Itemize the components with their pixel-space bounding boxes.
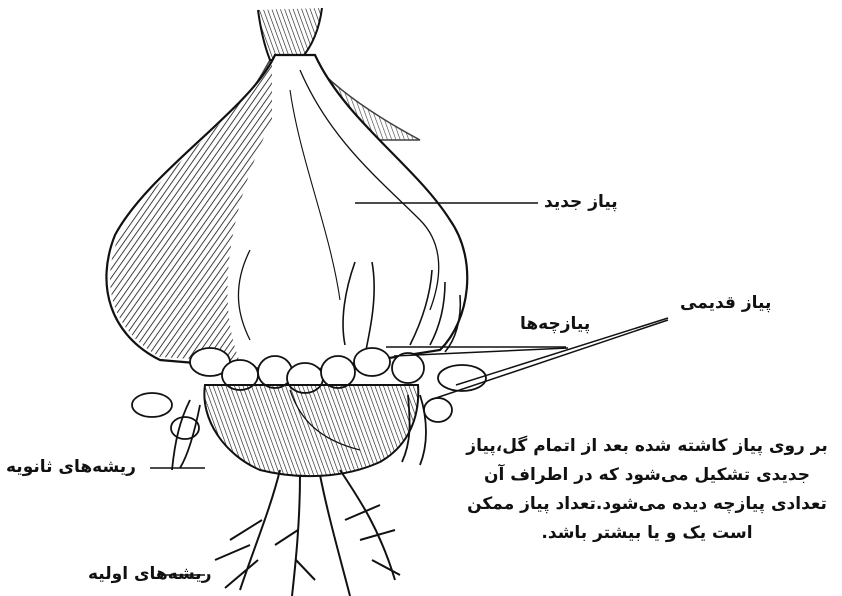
primary-roots	[215, 470, 400, 596]
label-old-bulb: پیاز قدیمی	[680, 293, 771, 313]
label-bulblets: پیازچه‌ها	[520, 314, 590, 334]
label-secondary-roots: ریشه‌های ثانویه	[6, 457, 136, 477]
caption-line-4: است یک و یا بیشتر باشد.	[462, 519, 832, 548]
caption-line-2: جدیدی تشکیل می‌شود که در اطراف آن	[462, 461, 832, 490]
caption-line-1: بر روی پیاز کاشته شده بعد از اتمام گل،پی…	[462, 432, 832, 461]
new-bulb	[106, 55, 467, 372]
label-new-bulb: پیاز جدید	[544, 192, 618, 212]
label-primary-roots: ریشه‌های اولیه	[88, 564, 211, 584]
caption-line-3: تعدادی پیازچه دیده می‌شود.تعداد پیاز ممک…	[462, 490, 832, 519]
old-bulb	[204, 385, 418, 476]
caption: بر روی پیاز کاشته شده بعد از اتمام گل،پی…	[462, 432, 832, 548]
